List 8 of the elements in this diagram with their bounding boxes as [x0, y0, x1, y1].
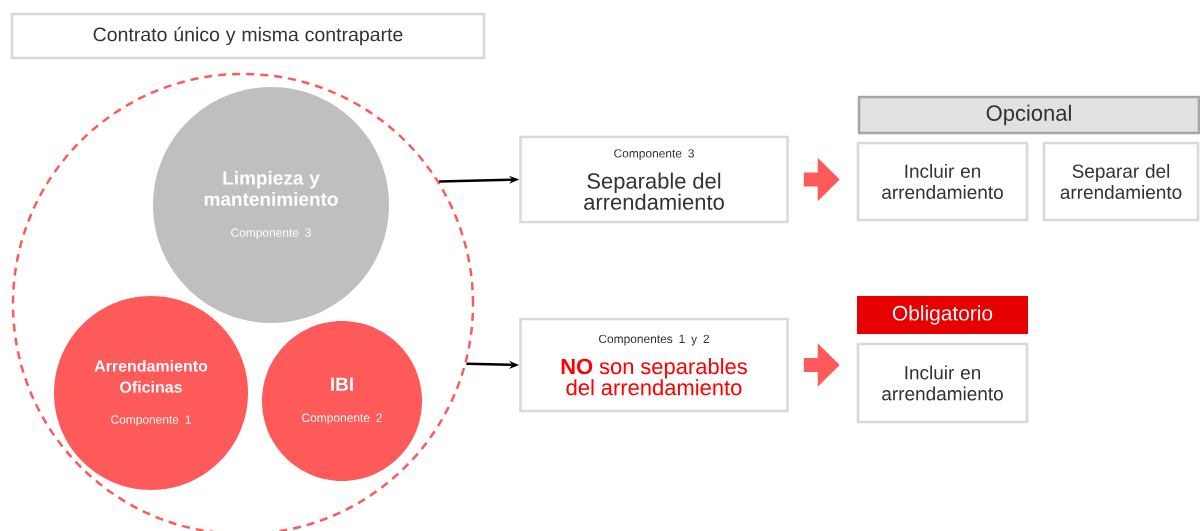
option-box: Separar del arrendamiento — [1042, 141, 1200, 222]
option-box: Incluir en arrendamiento — [856, 342, 1029, 424]
header-band: Obligatorio — [857, 296, 1028, 334]
info-box: Componentes 1 y 2 NO son separables del arrendamiento — [519, 317, 789, 413]
info-box: Componente 3 Separable del arrendamiento — [519, 135, 789, 224]
header-band: Opcional — [857, 95, 1200, 135]
title-box: Contrato único y misma contraparte — [10, 12, 486, 60]
option-box: Incluir en arrendamiento — [856, 141, 1029, 222]
